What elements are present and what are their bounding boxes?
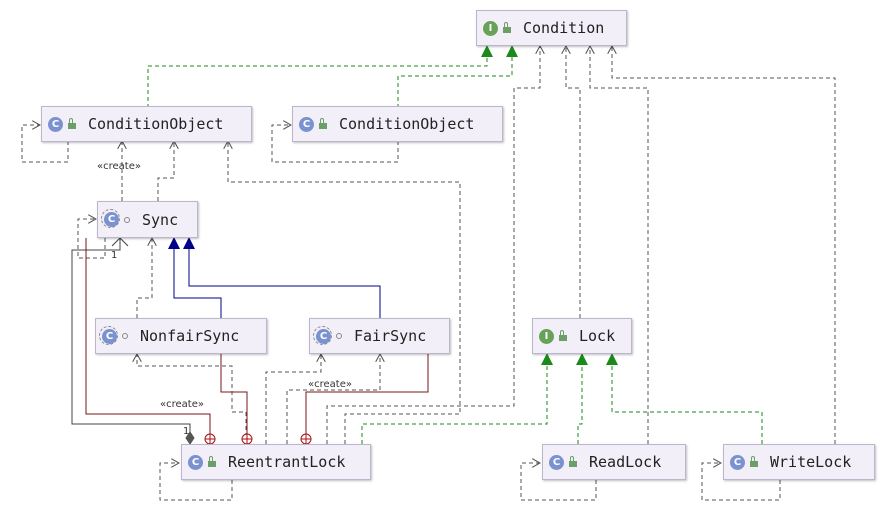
edge-writelock-condition: [612, 46, 836, 444]
edge-fairsync-inner-reentrantlock: [305, 354, 429, 434]
node-sync[interactable]: C Sync: [97, 201, 198, 238]
public-lock-icon: [319, 118, 327, 129]
inner-class-markers: [204, 433, 312, 445]
public-lock-icon: [750, 456, 758, 467]
node-writelock[interactable]: C WriteLock: [723, 444, 875, 480]
edge-reentrantlock-create-fairsync: [286, 354, 380, 444]
node-reentrantlock[interactable]: C ReentrantLock: [181, 444, 371, 480]
interface-icon: I: [539, 328, 554, 344]
node-fairsync[interactable]: C FairSync: [309, 318, 450, 354]
edge-reentrantlock-conditionobject: [228, 141, 461, 444]
realization-edges: [147, 45, 763, 444]
node-nonfairsync-label: NonfairSync: [140, 327, 240, 345]
node-condition[interactable]: I Condition: [476, 10, 627, 46]
edge-readlock-self: [520, 463, 597, 501]
edge-sync-self: [77, 219, 106, 259]
edge-conditionobject1-self: [21, 125, 69, 163]
edge-reentrantlock-fairsync: [265, 354, 321, 444]
edge-readlock-condition: [590, 46, 649, 444]
node-sync-label: Sync: [142, 210, 179, 229]
abstract-class-icon: C: [101, 209, 120, 228]
class-icon: C: [48, 116, 63, 132]
extends-edges: [168, 237, 381, 318]
node-conditionobject-2[interactable]: C ConditionObject: [292, 106, 503, 142]
package-private-icon: [122, 333, 128, 339]
public-lock-icon: [569, 456, 577, 467]
edge-nonfairsync-inner-reentrantlock: [220, 354, 248, 434]
edge-writelock-lock: [606, 353, 763, 444]
node-readlock-label: ReadLock: [589, 453, 662, 471]
edge-label-create-fairsync: «create»: [308, 379, 352, 390]
package-private-icon: [336, 333, 342, 339]
edge-nonfairsync-sync: [168, 237, 222, 318]
edge-reentrantlock-lock: [361, 353, 553, 444]
package-private-icon: [124, 216, 130, 223]
edge-label-create-sync: «create»: [97, 161, 141, 172]
edge-sync-inner-reentrantlock: [85, 238, 211, 434]
node-conditionobject-1-label: ConditionObject: [88, 115, 224, 133]
class-icon: C: [730, 454, 745, 470]
edge-writelock-self: [701, 463, 781, 501]
edge-reentrantlock-sync-field: [71, 238, 191, 434]
edge-sync-conditionobject: [157, 141, 174, 201]
public-lock-icon: [68, 118, 76, 129]
final-class-icon: C: [99, 325, 118, 345]
edge-label-create-nonfairsync: «create»: [160, 399, 204, 410]
aggregation-diamond: [185, 431, 195, 445]
edge-reentrantlock-self: [159, 463, 233, 501]
public-lock-icon: [208, 456, 216, 467]
node-condition-label: Condition: [523, 19, 605, 37]
association-edges: [71, 237, 191, 434]
public-lock-icon: [559, 330, 567, 341]
public-lock-icon: [503, 22, 511, 33]
class-icon: C: [549, 454, 564, 470]
node-fairsync-label: FairSync: [354, 327, 427, 345]
edge-readlock-lock: [576, 353, 588, 444]
node-nonfairsync[interactable]: C NonfairSync: [95, 318, 267, 354]
edge-nonfairsync-sync-dep: [136, 238, 152, 318]
multiplicity-sync: 1: [111, 250, 118, 261]
node-readlock[interactable]: C ReadLock: [542, 444, 686, 480]
inner-class-edges: [85, 238, 429, 434]
edge-lock-condition: [566, 46, 581, 318]
final-class-icon: C: [313, 325, 332, 345]
node-lock[interactable]: I Lock: [532, 318, 632, 354]
class-icon: C: [188, 454, 203, 470]
edge-fairsync-sync: [183, 237, 381, 318]
interface-icon: I: [483, 20, 498, 36]
node-writelock-label: WriteLock: [770, 453, 852, 471]
node-lock-label: Lock: [579, 327, 616, 345]
dependency-edges: [21, 46, 836, 501]
edge-conditionobject2-condition: [397, 45, 518, 108]
node-conditionobject-2-label: ConditionObject: [339, 115, 475, 133]
edge-conditionobject2-self: [271, 125, 399, 163]
multiplicity-reentrantlock: 1: [183, 426, 190, 437]
edge-conditionobject1-condition: [147, 45, 493, 108]
class-icon: C: [299, 116, 314, 132]
edge-reentrantlock-create-nonfairsync: [137, 354, 247, 444]
node-reentrantlock-label: ReentrantLock: [228, 453, 346, 471]
node-conditionobject-1[interactable]: C ConditionObject: [41, 106, 252, 142]
edge-reentrantlock-sync-arrow: [111, 237, 129, 247]
edge-reentrantlock-condition: [326, 46, 540, 444]
